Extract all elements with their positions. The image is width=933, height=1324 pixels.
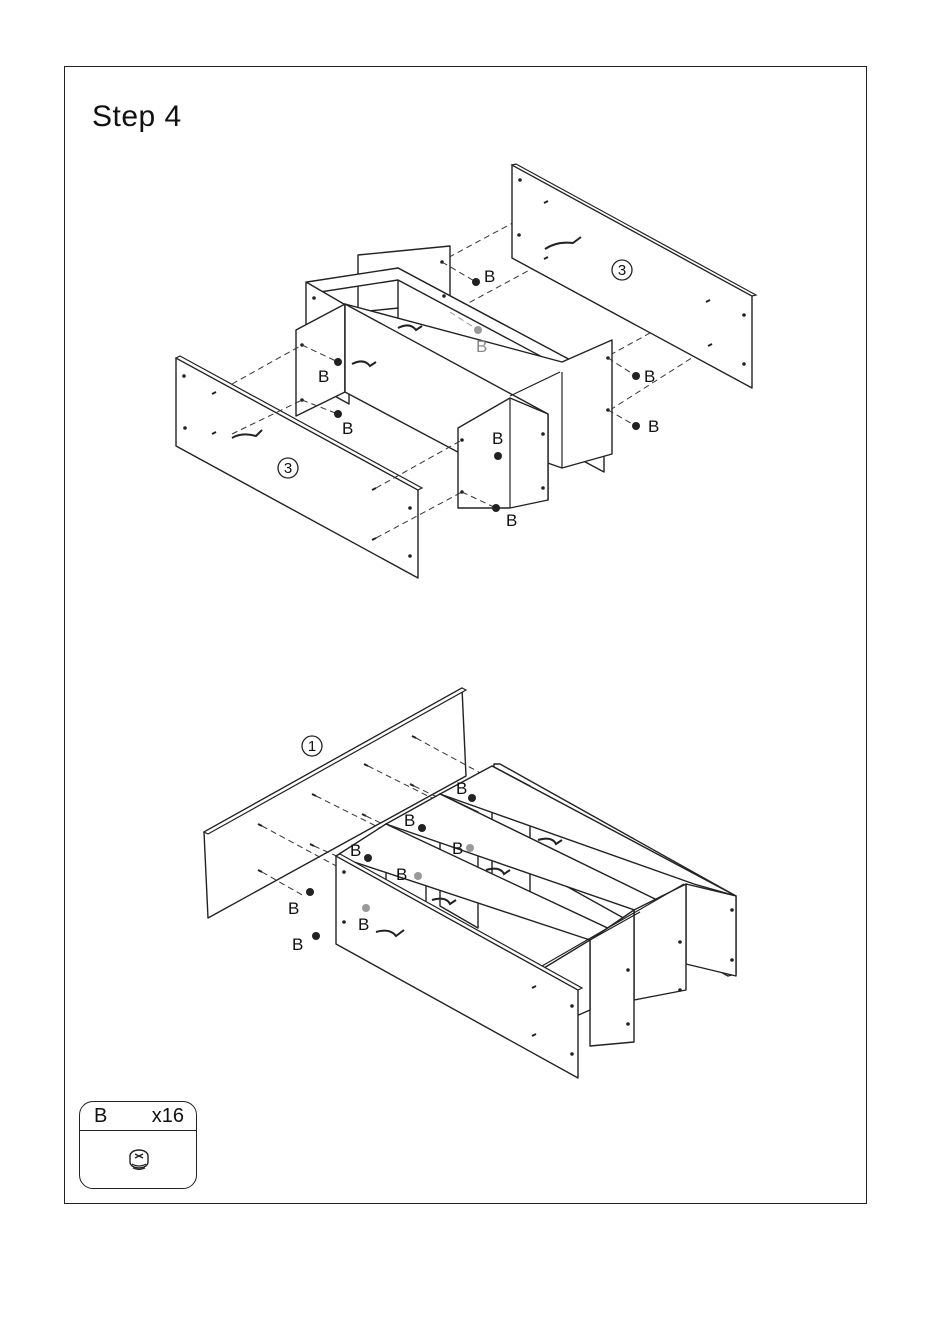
- fitting-label: B: [492, 429, 503, 448]
- part-number-badge: 3: [618, 262, 626, 279]
- fitting-label: B: [456, 779, 467, 798]
- fitting-label: B: [506, 511, 517, 530]
- bottom-assembly: B B B B B B B B 1: [204, 688, 736, 1078]
- fitting-label: B: [484, 267, 495, 286]
- fitting-label: B: [452, 839, 463, 858]
- fitting-label: B: [396, 865, 407, 884]
- fitting-label: B: [404, 811, 415, 830]
- part-number-badge: 3: [284, 460, 292, 477]
- fitting-label: B: [292, 935, 303, 954]
- hardware-legend: B x16: [79, 1101, 197, 1189]
- fitting-label: B: [350, 841, 361, 860]
- fitting-label: B: [288, 899, 299, 918]
- fitting-label: B: [476, 337, 487, 356]
- part-number-badge: 1: [308, 738, 316, 755]
- fitting-label: B: [644, 367, 655, 386]
- legend-quantity: x16: [152, 1105, 184, 1128]
- top-assembly: B B B B B B B B 3 3: [176, 164, 756, 578]
- fitting-label: B: [318, 367, 329, 386]
- legend-divider: [80, 1130, 196, 1131]
- fitting-label: B: [342, 419, 353, 438]
- fitting-label: B: [358, 915, 369, 934]
- cam-lock-fitting-icon: [124, 1144, 154, 1174]
- legend-part-letter: B: [94, 1105, 107, 1128]
- fitting-label: B: [648, 417, 659, 436]
